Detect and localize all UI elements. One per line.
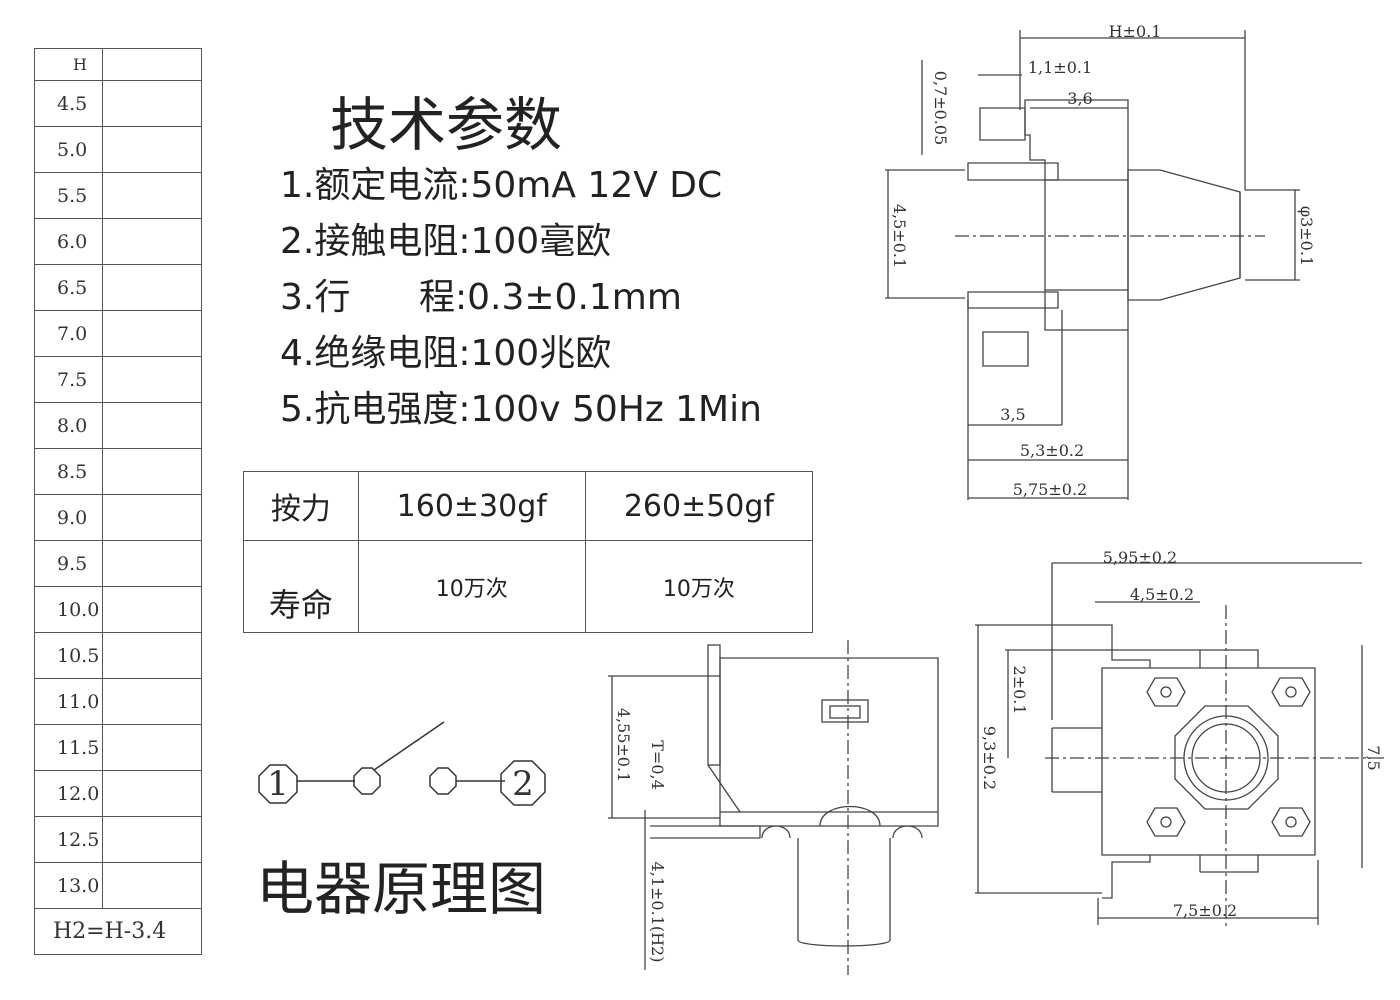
contact-left [353, 767, 381, 795]
height-value: 6.0 [34, 218, 103, 265]
height-table-blank-cell [102, 310, 202, 357]
dim-7-5-bottom: 7,5±0.2 [1173, 901, 1237, 920]
height-table-row: 10.0 [34, 586, 202, 633]
dim-4-5-bottom: 4,5±0.2 [1130, 585, 1194, 604]
param-item: 2.接触电阻:100毫欧 [280, 221, 612, 262]
dim-9-3: 9,3±0.2 [980, 726, 999, 790]
switch-arm [373, 721, 445, 771]
height-table-blank-cell [102, 448, 202, 495]
height-table-footer-row: H2=H-3.4 [34, 908, 202, 955]
height-value: 10.5 [34, 632, 103, 679]
height-value: 7.5 [34, 356, 103, 403]
side-view [885, 30, 1300, 500]
dim-3-6: 3,6 [1067, 89, 1092, 108]
pin2-octagon [500, 760, 546, 806]
param-item: 1.额定电流:50mA 12V DC [280, 165, 723, 206]
height-table-header-row: H [34, 48, 202, 81]
height-value: 12.0 [34, 770, 103, 817]
dim-5-95: 5,95±0.2 [1103, 548, 1177, 567]
dim-4-5-side: 4,5±0.1 [890, 204, 909, 268]
height-table-row: 8.5 [34, 448, 202, 495]
dim-3-5: 3,5 [1000, 405, 1025, 424]
height-table-blank-cell [102, 586, 202, 633]
pin1-octagon [258, 764, 298, 804]
contact-right [429, 767, 457, 795]
force-life-table: 按力 160±30gf 260±50gf 寿命 10万次 10万次 [243, 471, 814, 633]
height-table-row: 11.5 [34, 724, 202, 771]
height-table-row: 6.0 [34, 218, 202, 265]
height-value: 9.0 [34, 494, 103, 541]
height-table-row: 12.0 [34, 770, 202, 817]
dim-4-55: 4,55±0.1 [614, 708, 633, 782]
height-value: 11.0 [34, 678, 103, 725]
height-table-blank-cell [102, 540, 202, 587]
height-table-row: 7.0 [34, 310, 202, 357]
force-label: 按力 [243, 471, 359, 541]
dim-1-1: 1,1±0.1 [1028, 58, 1092, 77]
dim-2: 2±0.1 [1010, 665, 1029, 714]
height-table-row: 11.0 [34, 678, 202, 725]
dim-4-1: 4,1±0.1(H2) [648, 862, 667, 963]
param-item: 3.行 程:0.3±0.1mm [280, 277, 682, 318]
force-value-1: 160±30gf [357, 471, 586, 541]
life-value-1: 10万次 [357, 540, 586, 633]
height-table-blank-cell [102, 126, 202, 173]
tech-params-title: 技术参数 [330, 91, 563, 159]
height-table-blank-cell [102, 862, 202, 909]
height-table-blank-cell [102, 402, 202, 449]
height-value: 12.5 [34, 816, 103, 863]
height-value: 5.5 [34, 172, 103, 219]
height-table-blank-cell [102, 494, 202, 541]
force-row: 按力 160±30gf 260±50gf [243, 471, 814, 541]
height-table-row: 10.5 [34, 632, 202, 679]
height-table-blank-cell [102, 770, 202, 817]
param-item: 4.绝缘电阻:100兆欧 [280, 333, 612, 374]
height-value: 6.5 [34, 264, 103, 311]
life-row: 寿命 10万次 10万次 [243, 540, 814, 633]
schematic-title: 电器原理图 [256, 855, 547, 923]
height-table-row: 9.0 [34, 494, 202, 541]
dim-5-3: 5,3±0.2 [1020, 441, 1084, 460]
height-table-blank-cell [102, 264, 202, 311]
height-table-blank-cell [102, 80, 202, 127]
height-table-blank-cell [102, 48, 202, 81]
height-table-row: 9.5 [34, 540, 202, 587]
height-table-blank-cell [102, 816, 202, 863]
height-value: 9.5 [34, 540, 103, 587]
pin2-label: 2 [512, 764, 534, 804]
height-table-blank-cell [102, 724, 202, 771]
dim-t: T=0,4 [648, 740, 667, 790]
front-view [608, 640, 939, 975]
dim-phi3: φ3±0.1 [1297, 206, 1316, 266]
dim-h: H±0.1 [1109, 22, 1162, 41]
force-value-2: 260±50gf [584, 471, 814, 541]
height-table-row: 13.0 [34, 862, 202, 909]
height-value: 10.0 [34, 586, 103, 633]
param-item: 5.抗电强度:100v 50Hz 1Min [280, 389, 762, 430]
dim-0-7: 0,7±0.05 [931, 71, 950, 145]
height-value: 8.5 [34, 448, 103, 495]
height-table-row: 12.5 [34, 816, 202, 863]
life-label: 寿命 [243, 540, 359, 633]
height-table-row: 6.5 [34, 264, 202, 311]
height-table-blank-cell [102, 632, 202, 679]
dim-7-5-right: 7,5 [1364, 745, 1383, 770]
dim-5-75: 5,75±0.2 [1013, 480, 1087, 499]
height-table-header: H [34, 48, 103, 81]
life-value-2: 10万次 [584, 540, 814, 633]
bottom-view [975, 562, 1385, 930]
switch-schematic [258, 721, 546, 806]
pin1-label: 1 [267, 764, 289, 804]
height-table-row: 5.0 [34, 126, 202, 173]
tech-params-list: 1.额定电流:50mA 12V DC 2.接触电阻:100毫欧 3.行 程:0.… [280, 158, 762, 438]
height-value: 5.0 [34, 126, 103, 173]
height-table-footer: H2=H-3.4 [34, 908, 202, 955]
height-table-row: 7.5 [34, 356, 202, 403]
height-value: 7.0 [34, 310, 103, 357]
plunger-octagon [1174, 705, 1279, 810]
height-value: 11.5 [34, 724, 103, 771]
